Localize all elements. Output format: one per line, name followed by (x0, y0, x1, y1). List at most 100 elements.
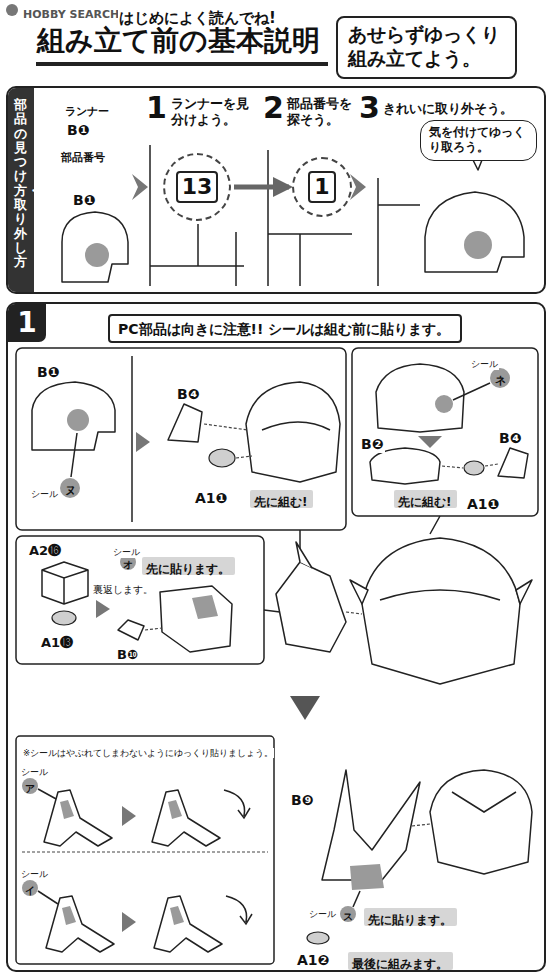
sticker-letter: オ (123, 559, 133, 571)
node-text: 13 (176, 171, 219, 203)
callout-label: ランナーを見分けよう。 (170, 96, 252, 127)
callout-label: 部品番号 (60, 151, 106, 164)
part-drawing (425, 192, 524, 272)
sticker-area (168, 800, 182, 819)
sticker-letter: イ (25, 885, 35, 897)
label-slot: 3 (358, 90, 381, 126)
block-assembly (160, 586, 232, 652)
head-shell (430, 770, 532, 874)
label-slot: ※シールはやぶれてしまわないようにゆっくり貼りましょう。 (22, 741, 274, 760)
sticker-mark (22, 778, 38, 794)
callout-label: 裏返します。 (92, 584, 154, 596)
node-text: PC部品は向きに注意!! シールは組む前に貼ります。 (118, 321, 450, 339)
label-slot: B❿ (116, 644, 139, 663)
label-slot: シール (20, 760, 49, 779)
label-slot: A1❶ (466, 494, 500, 513)
speech-bubble: 気を付けてゆっくり取ろう。 (420, 120, 537, 161)
node-text: 先に組む! (254, 495, 307, 510)
fin-part (152, 790, 220, 846)
flow-arrow (122, 806, 136, 826)
head-shell (376, 364, 464, 432)
head-shell (362, 538, 520, 684)
head-shell (370, 448, 440, 484)
callout-label: シール (30, 489, 59, 500)
shell-detail (262, 422, 330, 430)
label-slot: B❷ (360, 434, 385, 453)
leader-line (71, 433, 77, 477)
sticker-letter: ネ (495, 374, 506, 387)
callout-label: ※シールはやぶれてしまわないようにゆっくり貼りましょう。 (22, 748, 274, 758)
fin-part (154, 896, 222, 952)
label-slot: ア (25, 777, 35, 796)
inner-part (276, 562, 346, 652)
callout-label: はじめによく読んでね! (118, 9, 277, 27)
inner-part-tip (296, 542, 312, 568)
label-slot: ネ (495, 369, 506, 388)
step-arrow (132, 174, 148, 200)
step-connector (234, 185, 289, 190)
shell-ear (516, 580, 532, 604)
label-slot: 1 (145, 90, 168, 126)
leader-line (453, 383, 490, 400)
label-slot: A1❷ (296, 950, 330, 969)
sticker-letter: ヌ (65, 484, 76, 497)
label-slot: シール (112, 540, 141, 559)
pc-part (52, 611, 76, 625)
divider (131, 356, 133, 522)
node-text: 気を付けてゆっくり取ろう。 (429, 125, 527, 155)
sticker-letter: ス (343, 911, 353, 923)
label-slot: ス (343, 905, 353, 924)
step-panel: 1PC部品は向きに注意!! シールは組む前に貼ります。先に組む!先に組む!先に貼… (6, 302, 546, 972)
sticker-mark (22, 880, 38, 896)
callout-label: B❿ (116, 647, 139, 663)
label-slot: きれいに取り外そう。 (382, 98, 514, 117)
part-socket (85, 243, 109, 267)
sticker-area (67, 409, 89, 431)
assembly-guide (145, 628, 162, 630)
callout-label: A1⓭ (40, 635, 74, 651)
node-text: 先に貼ります。 (146, 562, 230, 577)
sticker-area (192, 595, 218, 619)
label-slot: ランナーを見分けよう。 (170, 96, 252, 127)
callout-label: シール (20, 869, 49, 880)
label-slot: 部品番号 (60, 146, 106, 165)
notice-banner: PC部品は向きに注意!! シールは組む前に貼ります。 (108, 314, 462, 343)
runner-frame (150, 145, 244, 286)
leader-line (38, 789, 58, 800)
title-slot: 組み立て前の基本説明 (36, 24, 321, 58)
callout-label: 2 (262, 90, 285, 126)
assembly-guide (204, 424, 252, 458)
callout-label: ランナー (64, 105, 110, 118)
callout-label: B❾ (290, 792, 315, 809)
callout-label: B❹ (176, 386, 201, 403)
label-slot: はじめによく読んでね! (118, 8, 277, 27)
sticker-area (62, 906, 76, 925)
label-slot: B❹ (498, 428, 523, 447)
callout-label: シール (112, 547, 141, 558)
motto-box: あせらずゆっくり組み立てよう。 (336, 16, 517, 79)
head-shell (246, 382, 340, 482)
callout-label: A1❶ (194, 490, 228, 507)
pc-part (464, 461, 484, 475)
callout-label: B❷ (360, 436, 385, 453)
callout-label: A2⓰ (28, 543, 62, 559)
node-text: 1 (308, 171, 335, 203)
shell-detail (380, 590, 500, 600)
callout-label: シール (470, 359, 499, 370)
node-text: 1 (8, 304, 46, 342)
label-slot: A2⓰ (28, 540, 62, 559)
callout-label: A1❷ (296, 952, 330, 969)
flow-arrow (418, 436, 442, 448)
label-slot: 裏返します。 (92, 578, 154, 597)
label-slot: A1❶ (194, 488, 228, 507)
note-tag: 最後に組みます。 (348, 952, 453, 970)
note-tag: 先に貼ります。 (364, 908, 457, 926)
sub-box (16, 736, 274, 964)
callout-label: きれいに取り外そう。 (382, 101, 514, 117)
sub-box (16, 536, 264, 664)
assembly-guide (412, 824, 430, 826)
label-slot: 2 (262, 90, 285, 126)
callout-label: シール (308, 909, 337, 920)
node-text: あせらずゆっくり組み立てよう。 (348, 23, 504, 71)
shell-detail (452, 792, 516, 812)
